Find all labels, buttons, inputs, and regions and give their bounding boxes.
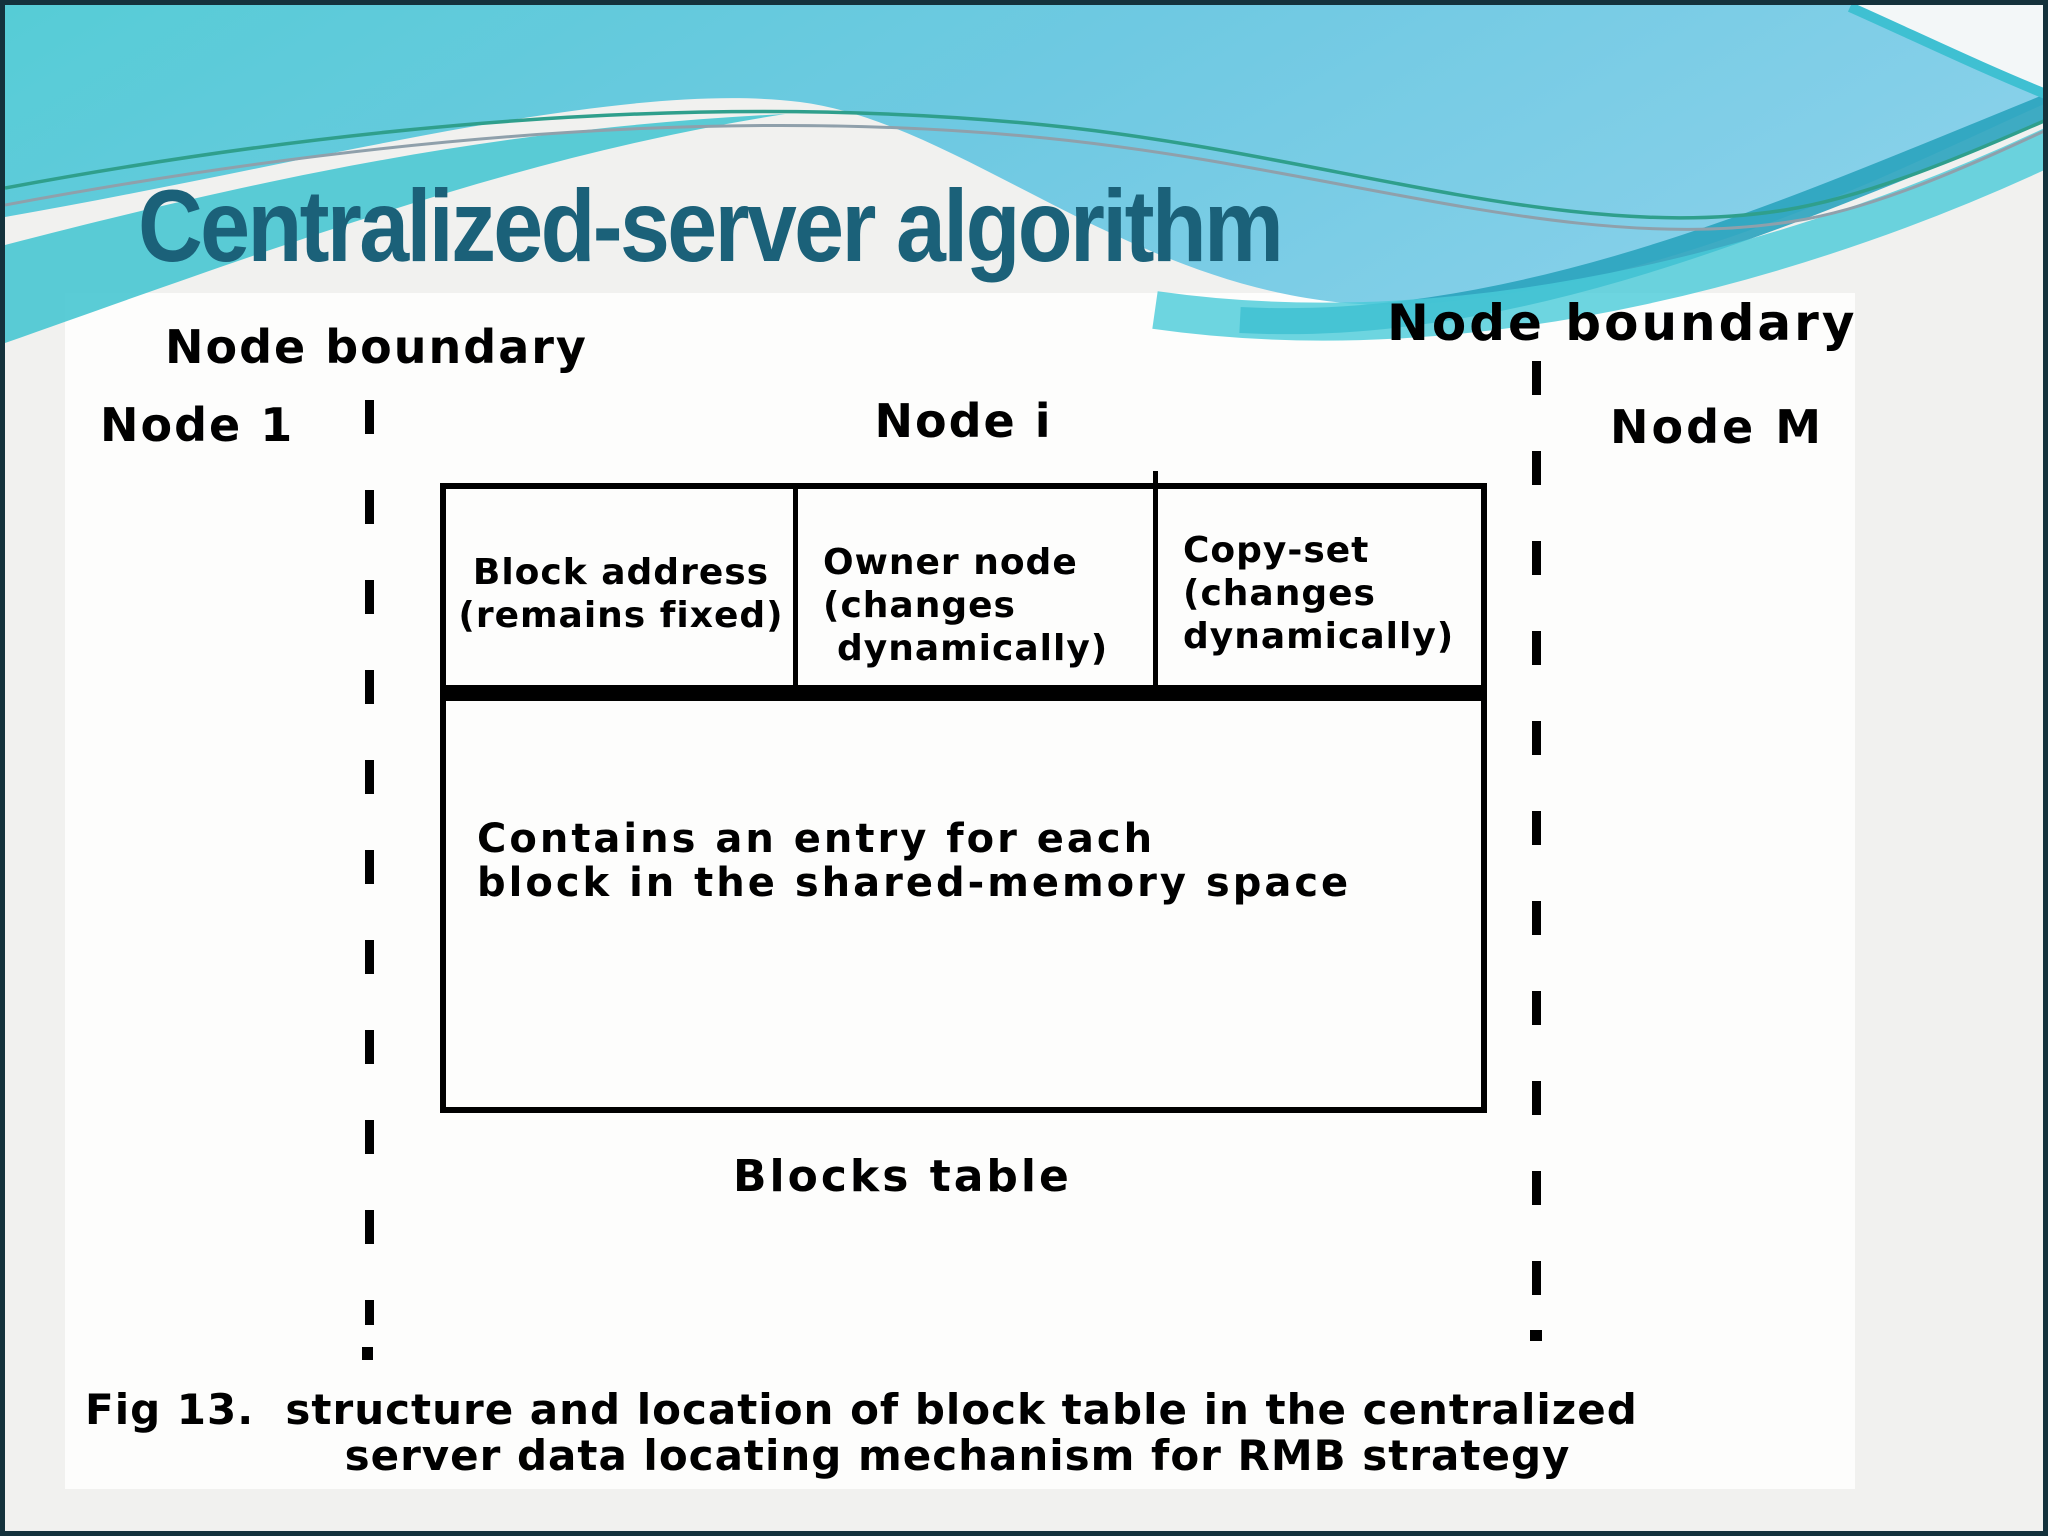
node-1-label: Node 1	[100, 398, 295, 452]
column-block-address-line1: Block address	[472, 552, 770, 593]
blocks-table-body-box	[440, 701, 1487, 1113]
column-divider-1	[793, 489, 798, 688]
node-boundary-line-end-dot-left	[362, 1347, 373, 1360]
wave-band-left	[5, 114, 785, 343]
column-block-address-line2: (remains fixed)	[458, 595, 784, 636]
wave-ribbon-right-light	[1152, 128, 2043, 341]
figure-caption-line2: server data locating mechanism for RMB s…	[344, 1431, 1571, 1480]
column-divider-2	[1153, 471, 1158, 688]
column-copy-set-line2: (changes	[1183, 573, 1376, 614]
column-copy-set: Copy-set (changes dynamically)	[1183, 529, 1488, 658]
header-bottom-thick-border	[440, 688, 1487, 701]
wave-thin-line-green	[5, 109, 2043, 220]
column-copy-set-line1: Copy-set	[1183, 530, 1370, 571]
figure-caption-line1: Fig 13. structure and location of block …	[85, 1385, 1638, 1434]
wave-sky-shape	[5, 5, 2043, 305]
column-copy-set-line3: dynamically)	[1183, 616, 1455, 657]
node-boundary-line-end-dot-right	[1530, 1330, 1542, 1341]
wave-corner-edge	[1847, 5, 2043, 99]
column-owner-node-line3: dynamically)	[837, 628, 1109, 669]
node-boundary-label-right: Node boundary	[1387, 294, 1858, 352]
table-body-description: Contains an entry for each block in the …	[477, 817, 1351, 905]
node-m-label: Node M	[1610, 400, 1825, 454]
table-body-description-line2: block in the shared-memory space	[477, 860, 1352, 906]
node-boundary-dashed-line-left	[365, 400, 374, 1325]
node-boundary-dashed-line-right	[1532, 361, 1541, 1325]
node-i-label: Node i	[874, 394, 1053, 448]
slide-title: Centralized-server algorithm	[138, 169, 1284, 283]
table-body-description-line1: Contains an entry for each	[477, 816, 1156, 862]
figure-caption: Fig 13. structure and location of block …	[85, 1387, 1830, 1479]
column-owner-node: Owner node (changes dynamically)	[823, 541, 1153, 670]
wave-thin-line-gray	[5, 123, 2043, 231]
column-owner-node-line1: Owner node	[823, 542, 1078, 583]
blocks-table-header-row	[440, 483, 1487, 691]
header-wave-decoration	[5, 5, 2043, 343]
column-owner-node-line2: (changes	[823, 585, 1016, 626]
node-boundary-label-left: Node boundary	[165, 320, 588, 374]
blocks-table-caption-label: Blocks table	[733, 1151, 1072, 1202]
column-block-address: Block address (remains fixed)	[446, 551, 796, 637]
